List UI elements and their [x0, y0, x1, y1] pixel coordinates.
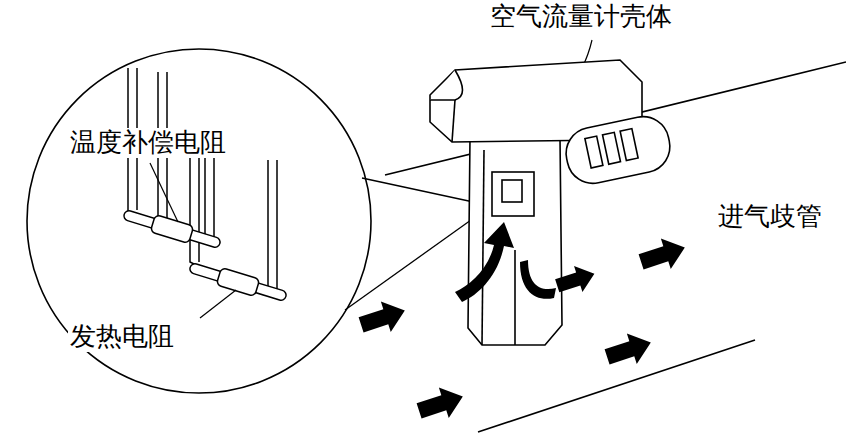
part-label: 温度补偿电阻 — [68, 128, 228, 158]
wires — [128, 68, 277, 296]
flow-arrow — [356, 222, 690, 426]
heating-resistor — [188, 259, 289, 305]
part-label: 进气歧管 — [716, 202, 824, 232]
magnifier-circle — [27, 49, 371, 393]
zoom-line — [362, 178, 478, 203]
sensor-housing — [430, 60, 675, 345]
part-label: 发热电阻 — [68, 322, 176, 352]
part-label: 空气流量计壳体 — [488, 2, 674, 32]
temperature-resistor — [122, 206, 223, 252]
